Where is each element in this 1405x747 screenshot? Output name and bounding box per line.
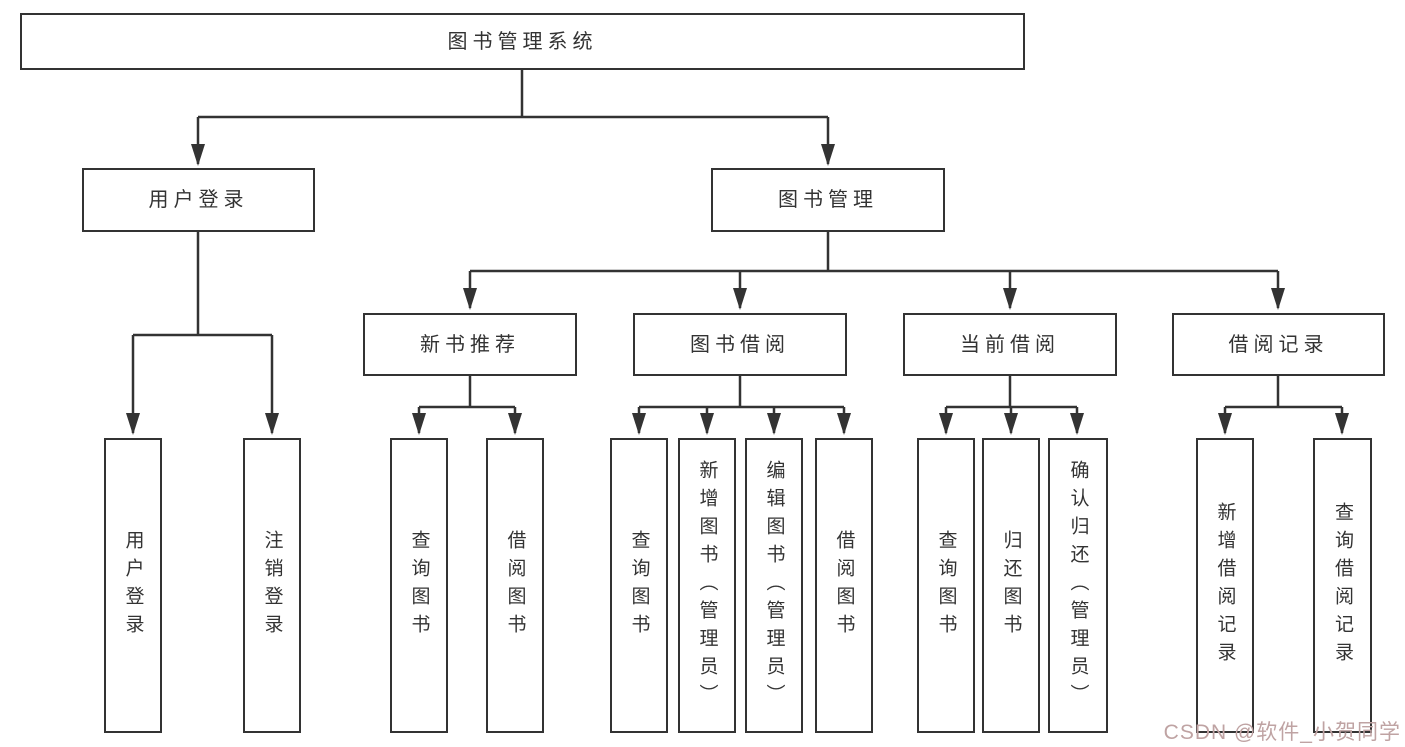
node-label: 图书管理: [778, 189, 878, 211]
node-label: 查询图书: [628, 529, 650, 642]
leaf-add-borrow-record: 新增借阅记录: [1196, 438, 1254, 733]
leaf-logout: 注销登录: [243, 438, 301, 733]
node-book-management: 图书管理: [711, 168, 945, 232]
node-new-book-recommend: 新书推荐: [363, 313, 577, 376]
leaf-edit-books-admin: 编辑图书（管理员）: [745, 438, 803, 733]
leaf-user-login: 用户登录: [104, 438, 162, 733]
connector-book-management-trunk: [470, 232, 1278, 273]
leaf-borrow-books: 借阅图书: [815, 438, 873, 733]
leaf-query-books-current: 查询图书: [917, 438, 975, 733]
node-borrow-records: 借阅记录: [1172, 313, 1385, 376]
connector-root-trunk: [198, 70, 828, 119]
connector-borrow-records-trunk: [1225, 376, 1342, 409]
node-label: 查询借阅记录: [1332, 501, 1353, 670]
node-label: 新增借阅记录: [1214, 501, 1236, 670]
leaf-query-books-borrow: 查询图书: [610, 438, 668, 733]
leaf-confirm-return-admin: 确认归还（管理员）: [1048, 438, 1108, 733]
leaf-borrow-books-recommend: 借阅图书: [486, 438, 544, 733]
node-label: 图书借阅: [690, 333, 790, 356]
node-user-login: 用户登录: [82, 168, 315, 232]
connector-user-login-trunk: [133, 232, 272, 337]
node-label: 编辑图书（管理员）: [763, 459, 785, 712]
node-label: 用户登录: [122, 529, 144, 642]
node-label: 用户登录: [148, 189, 249, 211]
node-label: 图书管理系统: [447, 30, 598, 53]
node-label: 查询图书: [408, 529, 430, 642]
csdn-watermark: CSDN @软件_小贺同学: [1163, 721, 1401, 744]
connector-new-book-trunk: [419, 376, 515, 409]
node-label: 归还图书: [1000, 529, 1022, 642]
leaf-add-books-admin: 新增图书（管理员）: [678, 438, 736, 733]
node-label: 当前借阅: [960, 333, 1060, 356]
node-label: 借阅图书: [504, 529, 526, 642]
connector-book-borrow-trunk: [639, 376, 844, 409]
node-label: 借阅图书: [833, 529, 855, 642]
node-label: 借阅记录: [1228, 333, 1329, 356]
node-current-borrow: 当前借阅: [903, 313, 1117, 376]
node-label: 查询图书: [935, 529, 957, 642]
node-label: 注销登录: [261, 529, 283, 642]
leaf-query-borrow-record: 查询借阅记录: [1313, 438, 1372, 733]
leaf-return-books: 归还图书: [982, 438, 1040, 733]
connector-current-borrow-trunk: [946, 376, 1077, 409]
node-book-borrow: 图书借阅: [633, 313, 847, 376]
node-label: 新增图书（管理员）: [696, 459, 718, 712]
node-label: 新书推荐: [420, 333, 520, 356]
leaf-query-books-recommend: 查询图书: [390, 438, 448, 733]
node-root-library-system: 图书管理系统: [20, 13, 1025, 70]
node-label: 确认归还（管理员）: [1067, 459, 1089, 712]
